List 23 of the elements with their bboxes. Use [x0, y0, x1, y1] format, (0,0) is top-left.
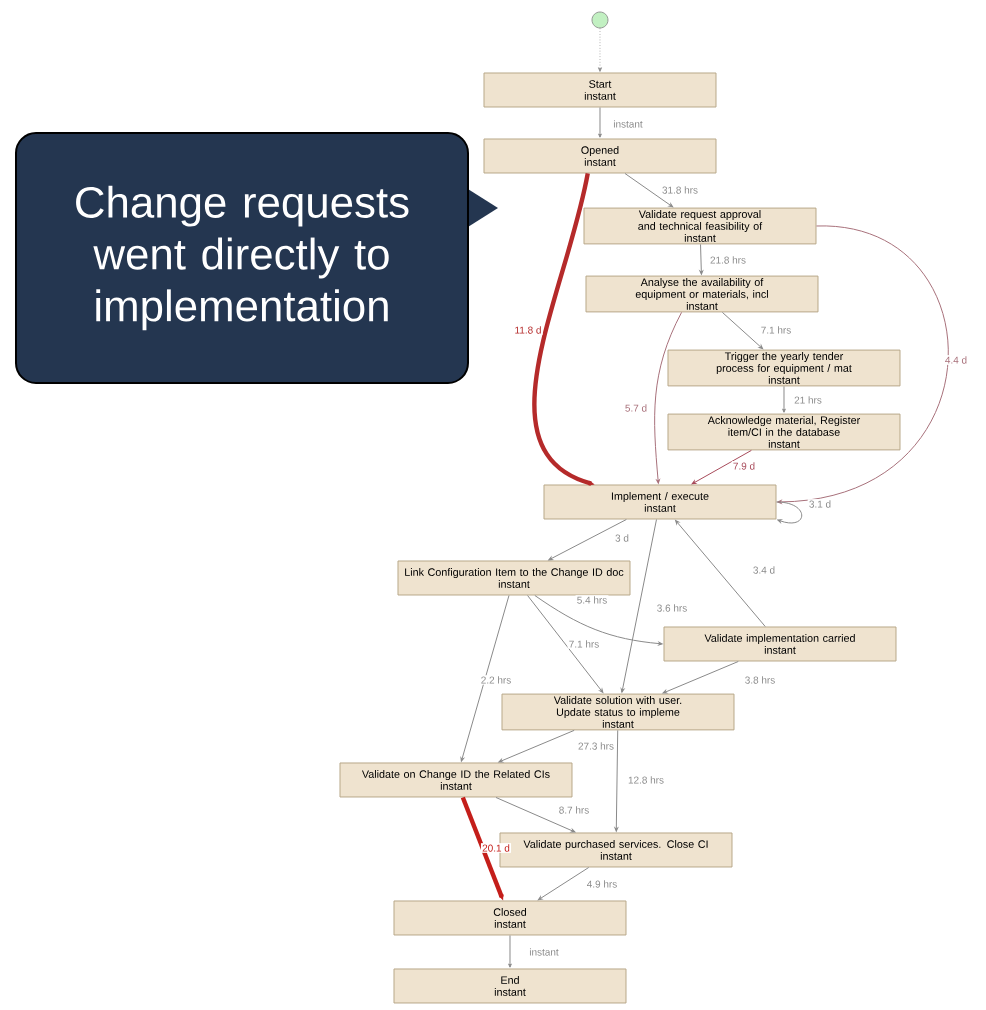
arrow	[691, 449, 752, 485]
arrow	[537, 867, 590, 901]
arrow	[675, 520, 766, 627]
arrow	[548, 519, 627, 561]
arrow	[776, 501, 803, 524]
arrow	[620, 519, 657, 693]
arrow	[527, 595, 604, 694]
arrow	[624, 173, 674, 208]
callout-bubble: Change requests went directly to implementation	[15, 132, 498, 384]
arrow	[508, 935, 512, 968]
arrow	[598, 107, 602, 138]
arrow	[782, 385, 786, 413]
arrow	[721, 311, 764, 350]
arrow	[498, 729, 575, 763]
arrow	[699, 243, 704, 275]
arrow	[460, 595, 510, 762]
arrow	[598, 28, 602, 72]
arrow	[614, 729, 619, 832]
arrow	[495, 797, 576, 833]
start-circle	[591, 11, 609, 29]
arrow	[777, 225, 949, 504]
arrow	[654, 311, 683, 484]
arrow	[534, 595, 663, 646]
